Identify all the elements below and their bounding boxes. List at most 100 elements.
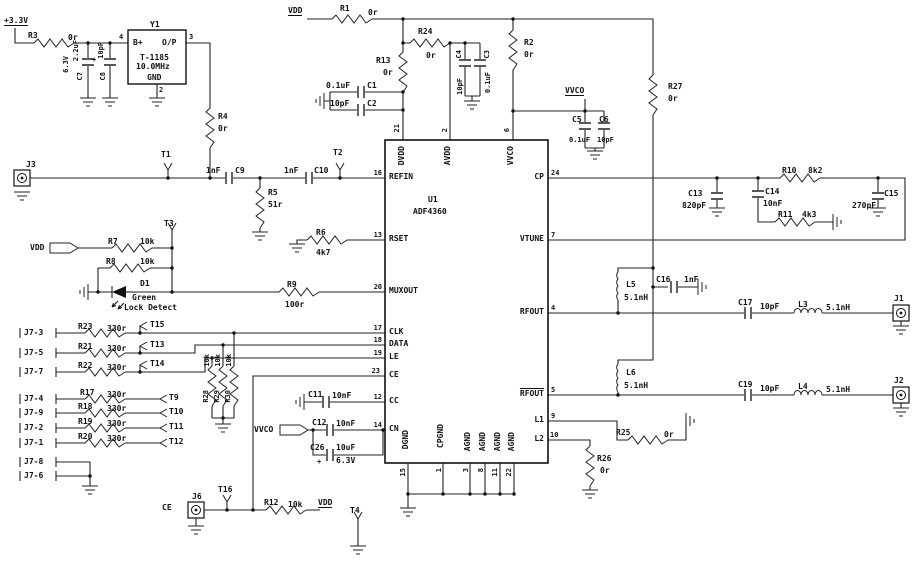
connector-j7-6-label: J7-6 <box>24 471 44 480</box>
testpoint-t1-label: T1 <box>161 150 171 159</box>
c17-ref: C17 <box>738 298 753 307</box>
sma-connector-j2 <box>892 386 910 404</box>
junction-dots <box>86 17 880 512</box>
pin-num-2: 2 <box>441 128 449 133</box>
oscillator-y1-body <box>127 29 187 85</box>
r29-ref: R29 <box>213 390 221 403</box>
r13-val: 0r <box>383 68 393 77</box>
l5-ref: L5 <box>626 280 636 289</box>
l6-val: 5.1nH <box>624 381 649 390</box>
r6-ref: R6 <box>316 228 326 237</box>
pin-num-18: 18 <box>373 336 382 344</box>
pin-name-l2: L2 <box>534 434 544 443</box>
pin-name-cn: CN <box>389 424 399 433</box>
pin-name-cp: CP <box>534 172 544 181</box>
connector-j7-2-label: J7-2 <box>24 423 44 432</box>
c5-val: 0.1uF <box>569 136 591 144</box>
net-label-vvco-flag: VVCO <box>254 425 274 434</box>
pin-num-17: 17 <box>373 324 382 332</box>
r1-val: 0r <box>368 8 378 17</box>
pin-name-avdd: AVDD <box>443 146 452 166</box>
r29-val: 10k <box>214 354 222 367</box>
r22-ref: R22 <box>78 361 93 370</box>
r7-ref: R7 <box>108 237 118 246</box>
testpoint-t4-label: T4 <box>350 506 360 515</box>
c6-val: 10pF <box>597 136 614 144</box>
l3-ref: L3 <box>798 300 808 309</box>
pin-num-22: 22 <box>505 468 513 477</box>
r28-ref: R28 <box>202 390 210 403</box>
pin-name-muxout: MUXOUT <box>389 286 418 295</box>
pin-num-21: 21 <box>393 124 401 133</box>
c3-val: 0.1uF <box>484 72 492 94</box>
c7-val: 2.2uF <box>72 40 80 62</box>
c13-val: 820pF <box>682 201 707 210</box>
connector-j7-3-label: J7-3 <box>24 328 44 337</box>
pin-num-4: 4 <box>551 304 556 312</box>
c14-val: 10nF <box>763 199 783 208</box>
c1-ref: C1 <box>367 81 377 90</box>
r19-val: 330r <box>107 419 127 428</box>
pin-name-data: DATA <box>389 339 409 348</box>
l4-ref: L4 <box>798 382 808 391</box>
pin-num-7: 7 <box>551 231 556 239</box>
c14-ref: C14 <box>765 187 780 196</box>
r10-ref: R10 <box>782 166 797 175</box>
chip-ref: U1 <box>428 195 438 204</box>
r21-val: 330r <box>107 344 127 353</box>
c4-ref: C4 <box>455 50 463 59</box>
pin-num-8: 8 <box>477 468 485 473</box>
pin-num-15: 15 <box>399 468 407 477</box>
r17-val: 330r <box>107 390 127 399</box>
c6-ref: C6 <box>599 115 609 124</box>
r25-val: 0r <box>664 430 674 439</box>
c5-ref: C5 <box>572 115 582 124</box>
r3-val: 0r <box>68 33 78 42</box>
testpoint-t9-label: T9 <box>169 393 179 402</box>
r30-val: 10k <box>225 354 233 367</box>
r17-ref: R17 <box>80 388 95 397</box>
r3-ref: R3 <box>28 31 38 40</box>
c9-ref: C9 <box>235 166 245 175</box>
r11-val: 4k3 <box>802 210 817 219</box>
osc-pin3-num: 3 <box>189 33 194 41</box>
connector-j7-4-label: J7-4 <box>24 394 44 403</box>
testpoint-t10-label: T10 <box>169 407 184 416</box>
connector-j7-8-label: J7-8 <box>24 457 44 466</box>
pin-name-agnd-11: AGND <box>493 432 502 452</box>
c10-ref: C10 <box>314 166 329 175</box>
c17-val: 10pF <box>760 302 780 311</box>
r19-ref: R19 <box>78 417 93 426</box>
led-d1-ref: D1 <box>140 279 150 288</box>
led-d1-function: Lock Detect <box>124 303 177 312</box>
sma-connector-j6 <box>187 501 205 519</box>
r24-val: 0r <box>426 51 436 60</box>
pin-name-rfout: RFOUT <box>519 307 544 316</box>
testpoint-t3-label: T3 <box>164 219 174 228</box>
pin-name-l1: L1 <box>534 415 544 424</box>
pin-name-cpgnd: CPGND <box>436 424 445 449</box>
testpoint-t15-label: T15 <box>150 320 165 329</box>
connector-j7-5-label: J7-5 <box>24 348 44 357</box>
c8-ref: C8 <box>99 72 107 81</box>
osc-pin2-num: 2 <box>159 86 164 94</box>
pin-name-vtune: VTUNE <box>519 234 544 243</box>
c2-val: 10pF <box>330 99 350 108</box>
connector-j7-7-label: J7-7 <box>24 367 44 376</box>
r22-val: 330r <box>107 363 127 372</box>
pin-name-clk: CLK <box>389 327 404 336</box>
r23-val: 330r <box>107 324 127 333</box>
c15-ref: C15 <box>884 189 899 198</box>
pin-num-23: 23 <box>371 367 380 375</box>
r21-ref: R21 <box>78 342 93 351</box>
testpoint-t14-label: T14 <box>150 359 165 368</box>
testpoint-symbols <box>139 162 363 520</box>
c11-ref: C11 <box>308 390 323 399</box>
c26-volt: 6.3V <box>336 456 356 465</box>
c19-val: 10pF <box>760 384 780 393</box>
osc-ref: Y1 <box>150 20 160 29</box>
pin-name-rfoutb: RFOUT <box>519 389 544 398</box>
capacitor-plates <box>82 58 884 461</box>
r24-ref: R24 <box>418 27 433 36</box>
c26-plus: + <box>317 458 322 466</box>
